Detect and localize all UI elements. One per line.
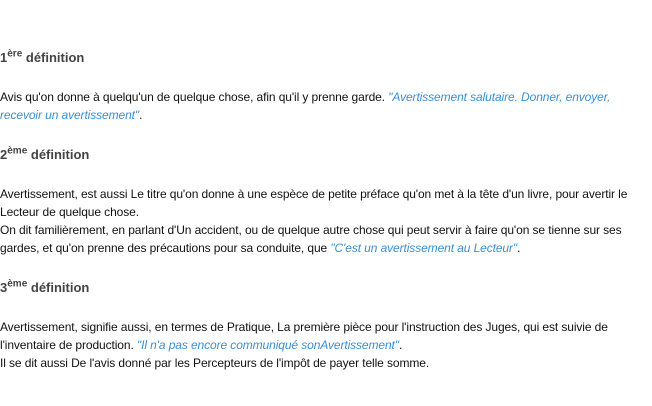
definition-sentence: On dit familièrement, en parlant d'Un ac… [0,223,622,255]
ordinal-suffix: ème [7,278,28,290]
punctuation: . [139,108,143,122]
definition-label: définition [30,147,90,162]
definition-sentence: Il se dit aussi De l'avis donné par les … [0,356,430,370]
example-quote: "Il n'a pas encore communiqué sonAvertis… [136,338,399,352]
example-quote: "Avertissement salutaire. Donner, envoye… [0,90,611,122]
definition-text: Avis qu'on donne à quelqu'un de quelque … [0,88,652,124]
definition-sentence: Avis qu'on donne à quelqu'un de quelque … [0,90,389,104]
definition-number: 1 [0,50,8,65]
definition-number: 2 [0,147,8,162]
punctuation: . [398,338,403,352]
definition-label: définition [25,50,85,65]
definition-sentence: Avertissement, est aussi Le titre qu'on … [0,187,628,219]
definition-label: définition [30,280,90,295]
definition-sentence: Avertissement, signifie aussi, en termes… [0,320,608,352]
definition-text: Avertissement, signifie aussi, en termes… [0,318,652,372]
definition-number: 3 [0,280,8,295]
ordinal-suffix: ère [7,48,23,60]
punctuation: . [517,241,521,255]
definition-heading: 1ère définition [0,49,652,67]
definition-2: 2ème définition Avertissement, est aussi… [0,146,652,257]
definition-heading: 2ème définition [0,146,652,164]
example-quote: "C'est un avertissement au Lecteur" [330,241,518,255]
definition-text: Avertissement, est aussi Le titre qu'on … [0,185,652,257]
definition-heading: 3ème définition [0,279,652,297]
definition-1: 1ère définition Avis qu'on donne à quelq… [0,49,652,124]
ordinal-suffix: ème [7,145,28,157]
definition-3: 3ème définition Avertissement, signifie … [0,279,652,372]
definitions-list: 1ère définition Avis qu'on donne à quelq… [0,49,652,372]
